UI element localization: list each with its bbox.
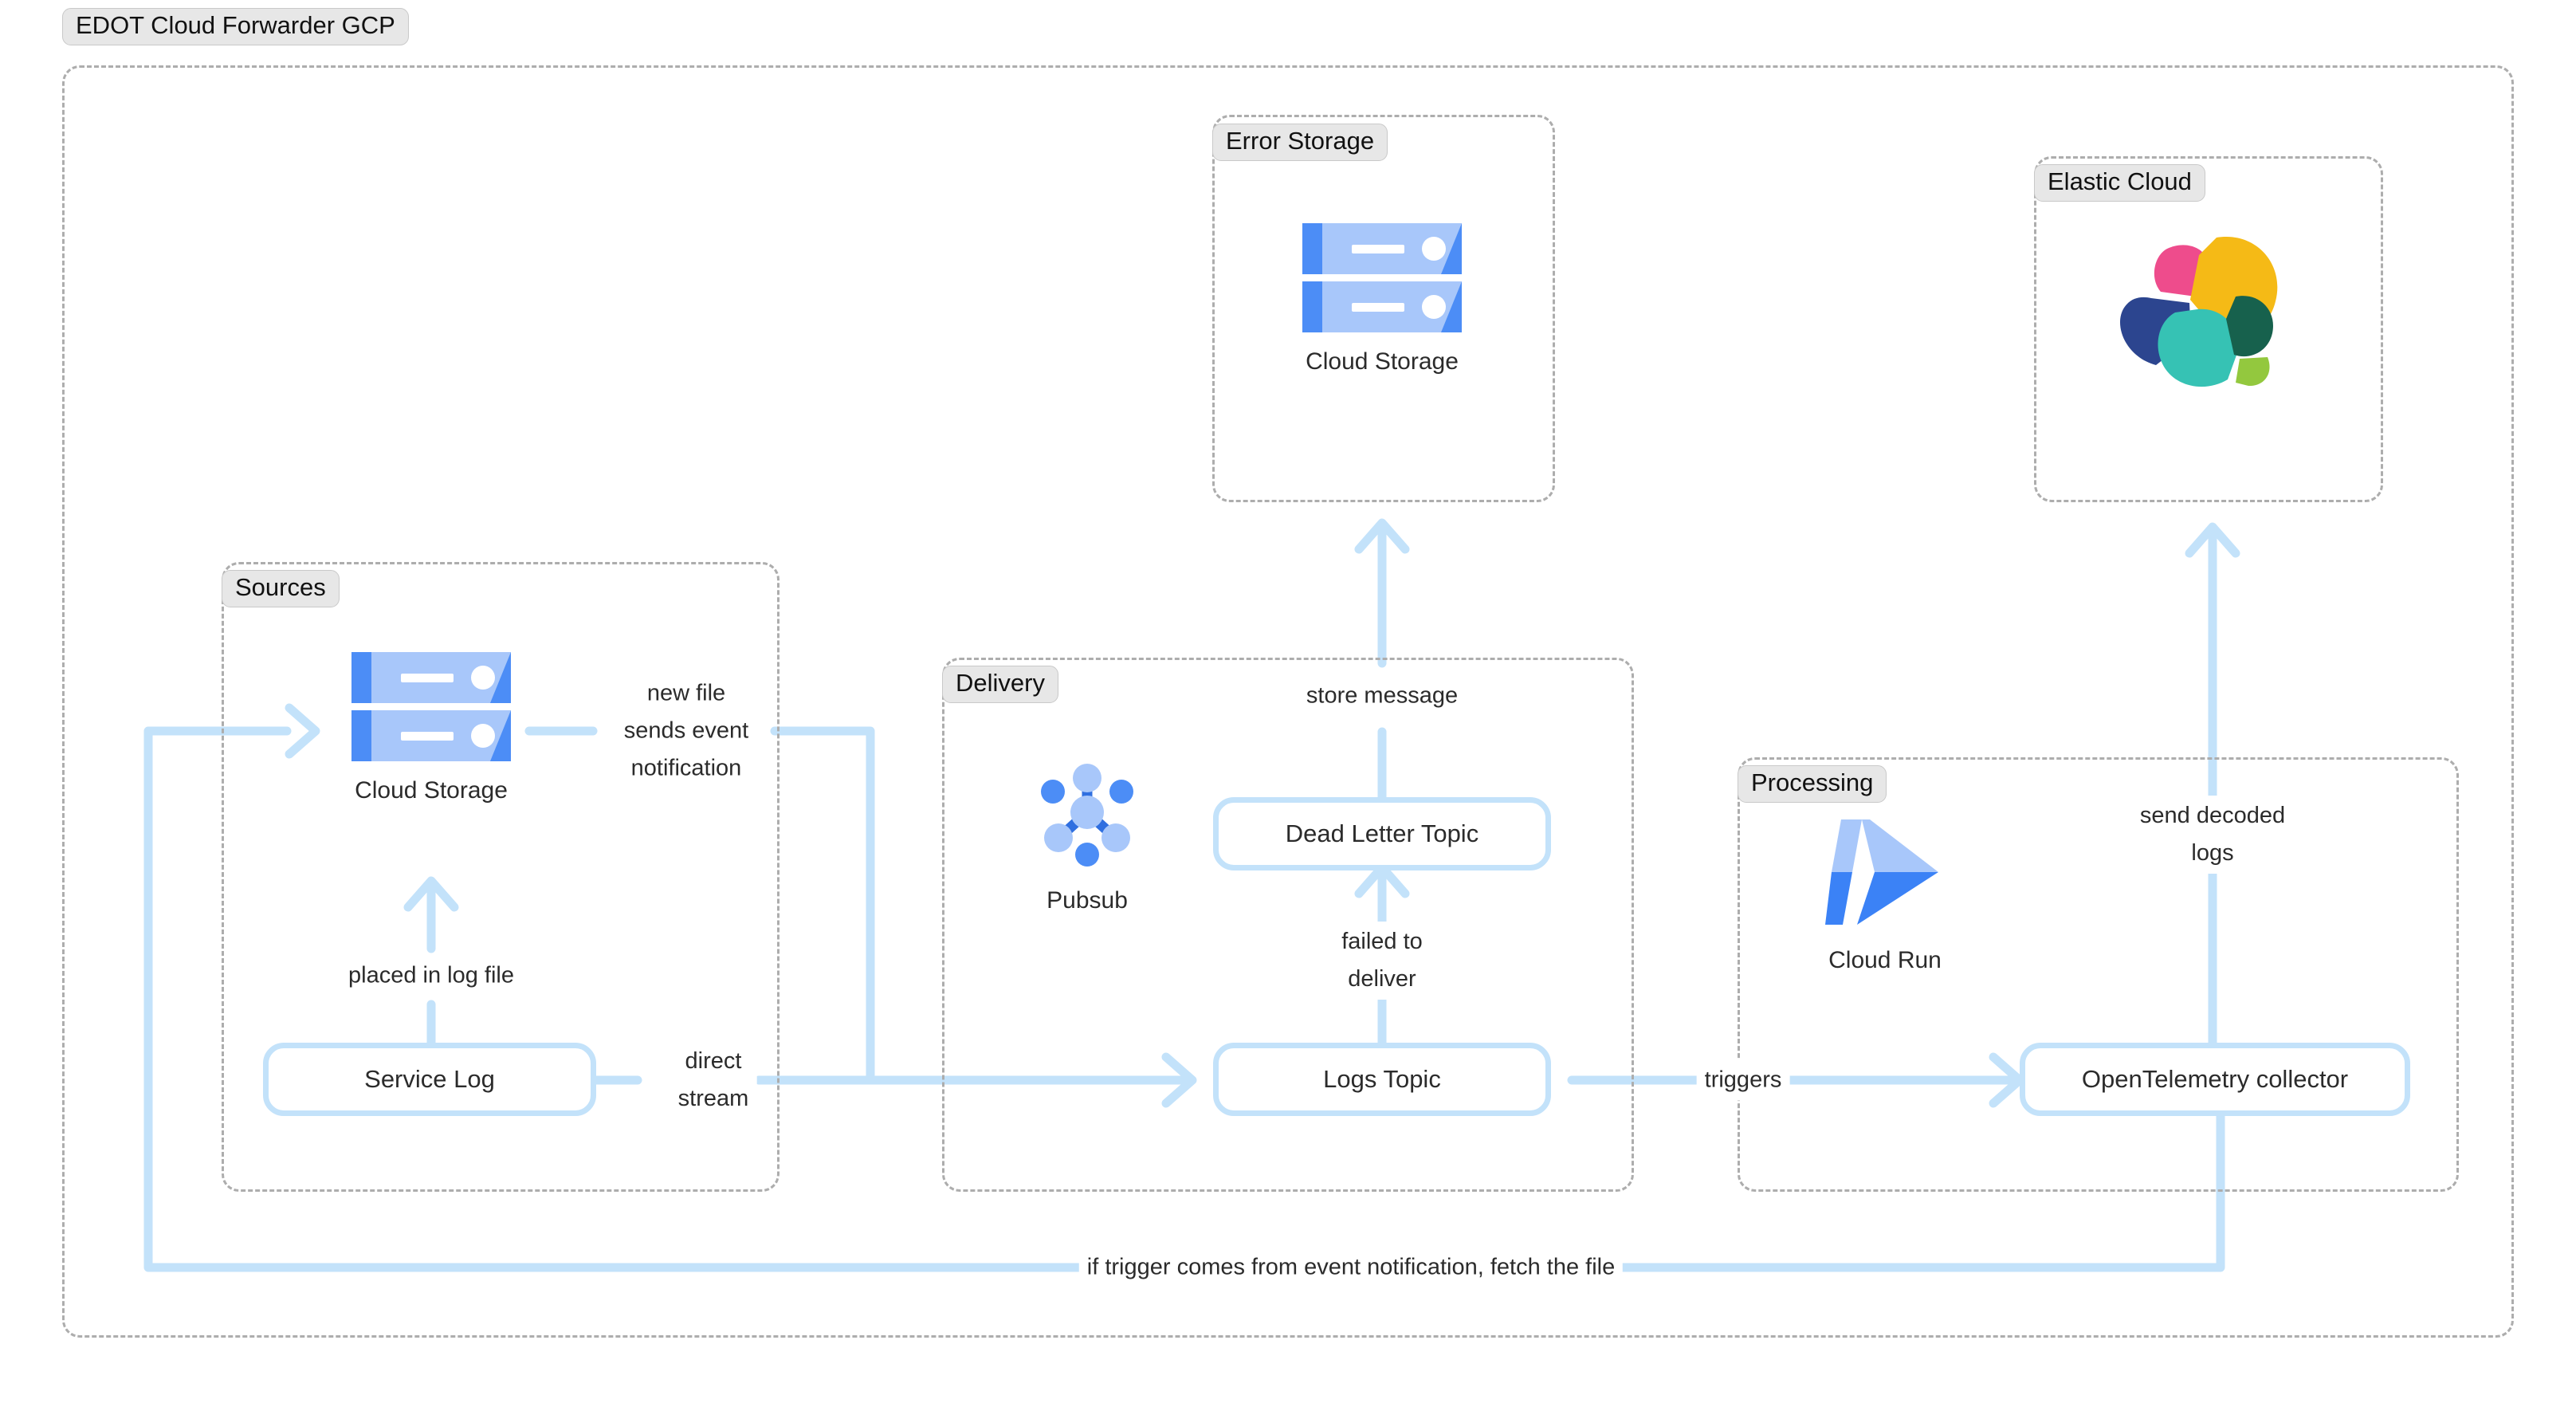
icon-caption-error-cloud-storage: Cloud Storage — [1306, 348, 1459, 375]
edge-fetch-file — [1510, 1111, 2225, 1272]
node-label-service-log: Service Log — [364, 1065, 495, 1093]
arrowhead-logs-topic-in — [1161, 1052, 1197, 1108]
google-cloud-storage-icon — [1302, 223, 1462, 332]
icon-block-error-cloud-storage: Cloud Storage — [1302, 223, 1462, 375]
group-label-processing: Processing — [1738, 765, 1887, 803]
node-logs-topic[interactable]: Logs Topic — [1213, 1043, 1551, 1116]
icon-block-source-cloud-storage: Cloud Storage — [351, 652, 511, 804]
icon-block-elastic-logo — [2108, 223, 2283, 391]
edge-new-file-right — [770, 726, 875, 1085]
arrowhead-elastic-in — [2185, 522, 2240, 558]
group-sources — [222, 562, 779, 1192]
group-label-error-storage: Error Storage — [1212, 124, 1388, 161]
edge-fetch-file-b — [143, 726, 1192, 1272]
node-label-logs-topic: Logs Topic — [1323, 1065, 1441, 1093]
group-error-storage — [1212, 115, 1555, 502]
icon-caption-cloud-run: Cloud Run — [1828, 947, 1942, 973]
google-pubsub-icon — [1041, 764, 1133, 867]
edge-label-store-message: store message — [1298, 675, 1467, 717]
group-label-edot-cloud-forwarder-gcp: EDOT Cloud Forwarder GCP — [62, 8, 409, 45]
arrowhead-fetch-file-in — [285, 703, 320, 759]
icon-block-cloud-run: Cloud Run — [1825, 813, 1945, 974]
node-opentelemetry-collector[interactable]: OpenTelemetry collector — [2020, 1043, 2410, 1116]
elastic-logo-icon — [2119, 237, 2278, 387]
edge-label-triggers: triggers — [1696, 1059, 1790, 1101]
group-elastic-cloud — [2034, 156, 2383, 502]
group-label-delivery: Delivery — [942, 666, 1058, 703]
edge-label-fetch-file: if trigger comes from event notification… — [1078, 1247, 1624, 1288]
group-label-elastic-cloud: Elastic Cloud — [2034, 164, 2205, 202]
edge-label-failed-to-deliver: failed to deliver — [1333, 922, 1431, 1000]
group-processing — [1738, 757, 2459, 1192]
edge-label-new-file: new file sends event notification — [615, 673, 757, 789]
node-service-log[interactable]: Service Log — [263, 1043, 596, 1116]
icon-caption-pubsub: Pubsub — [1046, 887, 1128, 914]
group-label-sources: Sources — [222, 570, 340, 607]
edge-label-send-decoded-logs: send decoded logs — [2131, 796, 2294, 874]
group-edot-cloud-forwarder-gcp — [62, 65, 2514, 1338]
node-dead-letter-topic[interactable]: Dead Letter Topic — [1213, 797, 1551, 870]
node-label-dead-letter-topic: Dead Letter Topic — [1285, 819, 1479, 847]
arrowhead-placed-in-log — [403, 876, 459, 912]
edge-label-placed-in-log-file: placed in log file — [340, 955, 522, 996]
google-cloud-run-icon — [1825, 819, 1938, 925]
arrowhead-error-storage-in — [1354, 518, 1410, 554]
google-cloud-storage-icon — [351, 652, 511, 761]
icon-block-pubsub: Pubsub — [1028, 753, 1146, 914]
edge-label-direct-stream: direct stream — [670, 1041, 757, 1119]
icon-caption-source-cloud-storage: Cloud Storage — [355, 777, 508, 804]
node-label-opentelemetry-collector: OpenTelemetry collector — [2081, 1065, 2349, 1093]
group-delivery — [942, 658, 1634, 1192]
